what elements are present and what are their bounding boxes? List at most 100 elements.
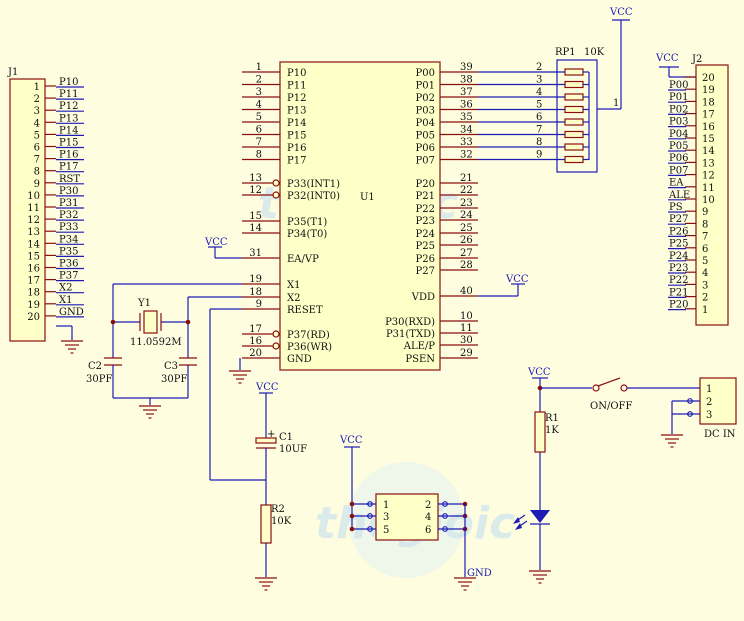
j2-net-label: P02	[669, 104, 688, 115]
j2-net-label: P04	[669, 129, 688, 140]
j2-body	[695, 64, 729, 326]
u1-pin-number: 27	[460, 248, 473, 259]
u1-pin-number: 2	[256, 75, 262, 86]
u1-pin-name: P10	[287, 68, 306, 79]
j1-pin-number: 2	[34, 94, 40, 105]
u1-pin-name: X1	[287, 280, 300, 291]
u1-pin-name: P27	[416, 266, 435, 277]
u1-pin-name: P33(INT1)	[287, 179, 340, 190]
j1-net-label: P17	[59, 162, 78, 173]
j1-pin-number: 19	[27, 300, 40, 311]
dc-jack	[699, 377, 737, 425]
u1-pin-number: 38	[460, 75, 473, 86]
header-pin-number: 6	[425, 525, 431, 536]
j2-vcc-label: VCC	[655, 53, 679, 64]
j1-net-label: P37	[59, 271, 78, 282]
j2-net-label: ALE	[668, 190, 690, 201]
j2-net-label: EA	[669, 178, 684, 189]
j2-label: J2	[691, 54, 702, 65]
u1-pin-number: 39	[460, 62, 473, 73]
j2-net-label: P06	[669, 153, 688, 164]
j1-pin-number: 4	[34, 118, 40, 129]
u1-pin-name: ALE/P	[403, 341, 436, 352]
u1-pin-name: P37(RD)	[287, 330, 330, 341]
j2-pin-number: 5	[702, 256, 708, 267]
j2-net-label: P27	[669, 214, 688, 225]
u1-pin-number: 29	[460, 348, 473, 359]
rp1-outline	[556, 59, 598, 173]
j1-pin-number: 20	[27, 312, 40, 323]
u1-pin-number: 33	[460, 137, 473, 148]
u1-label: U1	[360, 192, 375, 203]
rp1-resistor	[564, 105, 584, 114]
u1-pin-number: 22	[460, 185, 473, 196]
j2-net-label: P26	[669, 226, 688, 237]
j1-net-label: P30	[59, 186, 78, 197]
u1-pin-number: 21	[460, 173, 473, 184]
header-ground-symbol	[453, 577, 477, 591]
header-pin-number: 4	[425, 512, 431, 523]
u1-pin-name: P32(INT0)	[287, 191, 340, 202]
j1-net-label: GND	[59, 307, 84, 318]
rp1-pin-number: 9	[536, 150, 542, 161]
rp1-common-pin: 1	[613, 98, 619, 109]
c2-value: 30PF	[86, 374, 112, 385]
j1-pin-number: 18	[27, 288, 40, 299]
j2-pin-number: 8	[702, 219, 708, 230]
u1-pin-name: VDD	[411, 292, 435, 303]
j2-pin-number: 4	[702, 268, 708, 279]
u1-pin-name: P34(T0)	[287, 229, 327, 240]
reset-circuit: VCC + C1 10UF R2 10K	[209, 308, 307, 591]
rp1-pin-number: 5	[536, 100, 542, 111]
c1-label: C1	[279, 432, 293, 443]
rp1-pin-number: 7	[536, 125, 542, 136]
u1-pin-name: P13	[287, 106, 306, 117]
led-diode	[530, 510, 550, 523]
header-vcc-label: VCC	[339, 435, 363, 446]
j2-pin-number: 14	[702, 146, 715, 157]
u1-pin-number: 3	[256, 87, 262, 98]
u1-pin-name: EA/VP	[287, 254, 319, 265]
ea-vcc-label: VCC	[204, 237, 228, 248]
j1-net-label: P16	[59, 150, 78, 161]
j1-pin-number: 13	[27, 227, 40, 238]
u1-pin-number: 25	[460, 223, 473, 234]
j2-net-label: P03	[669, 117, 688, 128]
j1-net-label: P33	[59, 222, 78, 233]
j1-net-label: P14	[59, 125, 78, 136]
u1-pin-name: P31(TXD)	[386, 329, 435, 340]
j2-pin-number: 6	[702, 244, 708, 255]
c3-label: C3	[164, 361, 178, 372]
c1-vcc-label: VCC	[255, 382, 279, 393]
j1-pin-number: 7	[34, 155, 40, 166]
j1-net-label: P13	[59, 113, 78, 124]
header-pin-number: 2	[425, 500, 431, 511]
r2-label: R2	[271, 504, 285, 515]
u1-body	[279, 61, 441, 371]
j2-pin-number: 3	[702, 280, 708, 291]
on-off-switch	[597, 377, 621, 387]
j1-pin-number: 3	[34, 106, 40, 117]
u1-pin-name: P24	[416, 229, 435, 240]
u1-pin-number: 26	[460, 235, 473, 246]
u1-pin-number: 15	[249, 211, 262, 222]
j2-pin-number: 9	[702, 207, 708, 218]
u1-pin-name: P03	[416, 106, 435, 117]
j2-pin-number: 18	[702, 97, 715, 108]
u1-pin-name: P21	[416, 191, 435, 202]
vdd-vcc-label: VCC	[505, 274, 529, 285]
c1-polarity: +	[267, 429, 275, 440]
oscillator-circuit: Y1 11.0592M C2 30PF C3 30PF	[86, 283, 242, 419]
u1-pin-name: P00	[416, 68, 435, 79]
j2-pin-number: 1	[702, 305, 708, 316]
y1-label: Y1	[137, 298, 151, 309]
u1-pin-number: 16	[249, 336, 262, 347]
rp1-pin-number: 2	[536, 62, 542, 73]
rp1-resistor	[564, 93, 584, 101]
u1-pin-number: 11	[460, 323, 473, 334]
j2-net-label: P23	[669, 263, 688, 274]
u1-pin-number: 17	[249, 324, 262, 335]
j1-ground-symbol	[60, 340, 84, 354]
j1-pin-number: 11	[27, 203, 40, 214]
